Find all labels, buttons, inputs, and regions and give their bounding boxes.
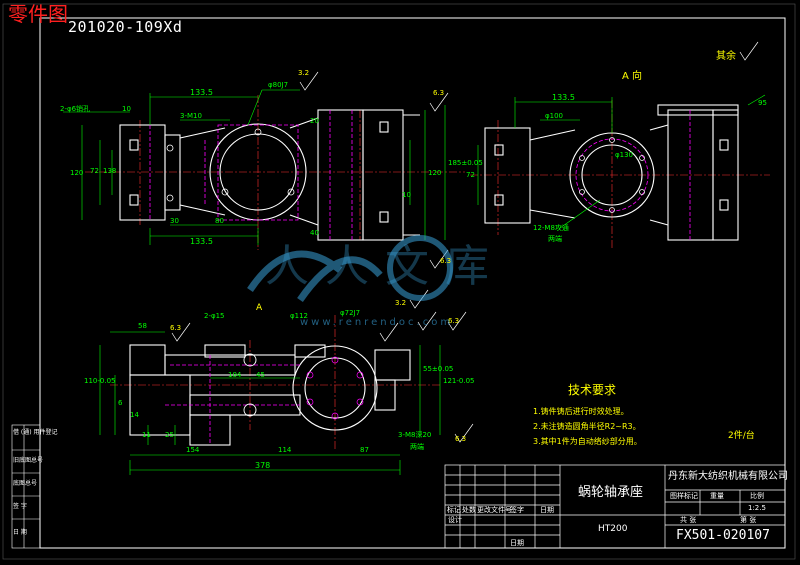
- roughness-value: 6.3: [455, 435, 467, 443]
- dim-label: φ80J7: [268, 81, 289, 89]
- front-view: [63, 71, 465, 269]
- dim-label: 121-0.05: [443, 377, 475, 385]
- stage-label: 图样标记: [670, 492, 698, 500]
- scale-label: 比例: [750, 492, 764, 500]
- dim-label: 55±0.05: [423, 365, 454, 373]
- sheet-outer-frame: [2, 3, 796, 560]
- dim-label: 138: [103, 167, 117, 175]
- dim-label: 185±0.05: [448, 159, 483, 167]
- tech-req-title: 技术要求: [568, 383, 617, 397]
- sheet-of-label: 第 张: [740, 516, 757, 524]
- dim-label: φ100: [545, 112, 563, 120]
- roughness-value: 6.3: [170, 324, 182, 332]
- dim-label: 40: [310, 229, 319, 237]
- tech-req-item: 1.铸件铸后进行时效处理。: [533, 407, 629, 416]
- dim-label: 58: [138, 322, 147, 330]
- sheet-border: [39, 17, 786, 549]
- side-label: 底图总号: [13, 480, 38, 487]
- dim-label: 104: [228, 371, 242, 379]
- roughness-value: 3.2: [298, 69, 310, 77]
- dim-label: 154: [186, 446, 200, 454]
- revision-label: 更改文件号: [477, 506, 512, 514]
- dim-label: 45: [256, 371, 265, 379]
- view-a-label: A 向: [622, 71, 643, 82]
- tech-req-item: 3.其中1件为自动络纱部分用。: [533, 437, 642, 446]
- dim-label: 12-M8攻通: [533, 224, 569, 232]
- dim-label: φ130: [615, 151, 633, 159]
- revision-label: 日期: [540, 506, 554, 514]
- dim-label: 72: [466, 171, 475, 179]
- side-label: 借 (通) 用件登记: [13, 429, 58, 436]
- dim-label: 80: [215, 217, 224, 225]
- title-block: [444, 464, 786, 549]
- revision-label: 签字: [510, 506, 524, 514]
- dim-label: 25: [165, 431, 174, 439]
- date-label: 日期: [510, 539, 524, 547]
- watermark-url: www.renrendoc.com: [300, 317, 454, 328]
- roughness-value: 3.2: [395, 299, 407, 307]
- dim-label: 10: [122, 105, 131, 113]
- dim-label: 3-M10: [180, 112, 202, 120]
- roughness-value: 6.3: [433, 89, 445, 97]
- dim-label: 3-M8深20: [398, 431, 432, 439]
- side-registration-table: [11, 424, 41, 549]
- watermark-text: 人人文库: [265, 241, 505, 292]
- dim-label: 133.5: [190, 88, 213, 97]
- part-name: 蜗轮轴承座: [578, 485, 644, 500]
- drawing-code-stamp: 201020-109Xd: [68, 18, 183, 36]
- dim-label: 两端: [410, 443, 424, 451]
- dim-label: 11: [142, 431, 151, 439]
- weight-label: 重量: [710, 492, 724, 500]
- side-view-a: [470, 41, 770, 250]
- dim-label: 114: [278, 446, 292, 454]
- dim-label: 2-φ6销孔: [60, 105, 91, 113]
- roughness-value: 6.3: [440, 257, 452, 265]
- corner-title: 零件图: [8, 2, 68, 26]
- dim-label: 20: [310, 117, 319, 125]
- drawing-number: FX501-020107: [676, 528, 770, 543]
- dim-label: 14: [130, 411, 139, 419]
- quantity-note: 2件/台: [728, 431, 755, 441]
- side-label: 签 字: [13, 503, 27, 510]
- company-name: 丹东新大纺织机械有限公司: [668, 471, 788, 482]
- dim-label: 120: [70, 169, 84, 177]
- dim-label: 两端: [548, 235, 562, 243]
- watermark-logo: [247, 235, 453, 302]
- dim-label: 120: [428, 169, 442, 177]
- dim-label: 133.5: [552, 93, 575, 102]
- side-label: 日 期: [13, 529, 27, 536]
- bottom-view: [99, 289, 474, 475]
- dim-label: 30: [170, 217, 179, 225]
- rest-note: 其余: [716, 51, 736, 62]
- tech-req-item: 2.未注铸造圆角半径R2~R3。: [533, 422, 641, 431]
- dim-label: φ112: [290, 312, 308, 320]
- dim-label: 95: [758, 99, 767, 107]
- dim-label: 87: [360, 446, 369, 454]
- scale-value: 1:2.5: [748, 504, 766, 512]
- dim-label: 378: [255, 461, 271, 470]
- dim-label: 72: [90, 167, 99, 175]
- sheet-label: 共 张: [680, 516, 697, 524]
- section-a-label: A: [256, 303, 263, 313]
- dim-label: 2-φ15: [204, 312, 225, 320]
- roughness-value: 6.3: [448, 317, 460, 325]
- dim-label: 6: [118, 399, 123, 407]
- material: HT200: [598, 524, 628, 534]
- dim-label: 10: [402, 191, 411, 199]
- dim-label: φ72J7: [340, 309, 361, 317]
- side-label: 旧底图总号: [13, 457, 44, 464]
- design-label: 设计: [448, 516, 462, 524]
- revision-label: 标记: [447, 506, 461, 514]
- dim-label: 110-0.05: [84, 377, 116, 385]
- revision-label: 处数: [462, 506, 476, 514]
- dim-label: 133.5: [190, 237, 213, 246]
